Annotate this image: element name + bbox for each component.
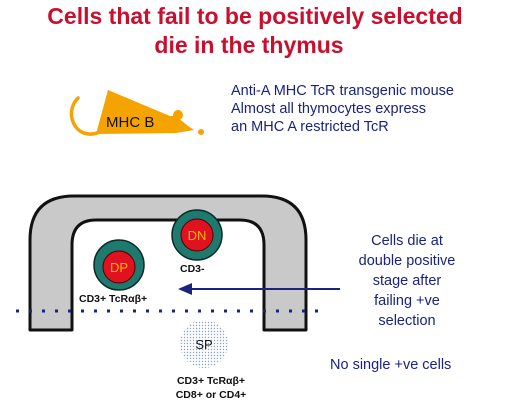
thymus-wall bbox=[28, 194, 308, 332]
description-line-3: an MHC A restricted TcR bbox=[231, 119, 389, 135]
no-single-note: No single +ve cells bbox=[330, 357, 452, 373]
arrow-head bbox=[178, 283, 192, 295]
side-note-line-1: Cells die at bbox=[371, 233, 443, 249]
mouse-body bbox=[96, 90, 194, 134]
mouse-ear bbox=[173, 110, 183, 120]
title-line-2: die in the thymus bbox=[154, 32, 344, 58]
dn-cell: DN bbox=[171, 209, 223, 261]
side-note-line-4: failing +ve bbox=[374, 293, 440, 309]
description-line-1: Anti-A MHC TcR transgenic mouse bbox=[231, 83, 454, 99]
mouse-label: MHC B bbox=[106, 114, 154, 131]
sp-caption-2: CD8+ or CD4+ bbox=[176, 389, 247, 401]
dp-cell: DP bbox=[93, 239, 145, 291]
description-line-2: Almost all thymocytes express bbox=[231, 101, 427, 117]
title-line-1: Cells that fail to be positively selecte… bbox=[47, 3, 463, 29]
sp-caption-1: CD3+ TcRαβ+ bbox=[177, 375, 245, 387]
dp-caption: CD3+ TcRαβ+ bbox=[79, 293, 147, 305]
dn-caption: CD3- bbox=[180, 263, 205, 275]
dp-label: DP bbox=[110, 260, 128, 275]
dn-label: DN bbox=[188, 228, 207, 243]
mouse-icon: MHC B bbox=[69, 90, 204, 136]
mouse-nose bbox=[198, 129, 204, 135]
sp-cell: SP bbox=[180, 320, 228, 368]
sp-label: SP bbox=[195, 337, 212, 352]
side-note-line-5: selection bbox=[378, 313, 436, 329]
description: Anti-A MHC TcR transgenic mouse Almost a… bbox=[231, 82, 454, 136]
side-note: Cells die at double positive stage after… bbox=[338, 231, 476, 331]
side-note-line-3: stage after bbox=[372, 273, 442, 289]
side-note-line-2: double positive bbox=[358, 253, 456, 269]
